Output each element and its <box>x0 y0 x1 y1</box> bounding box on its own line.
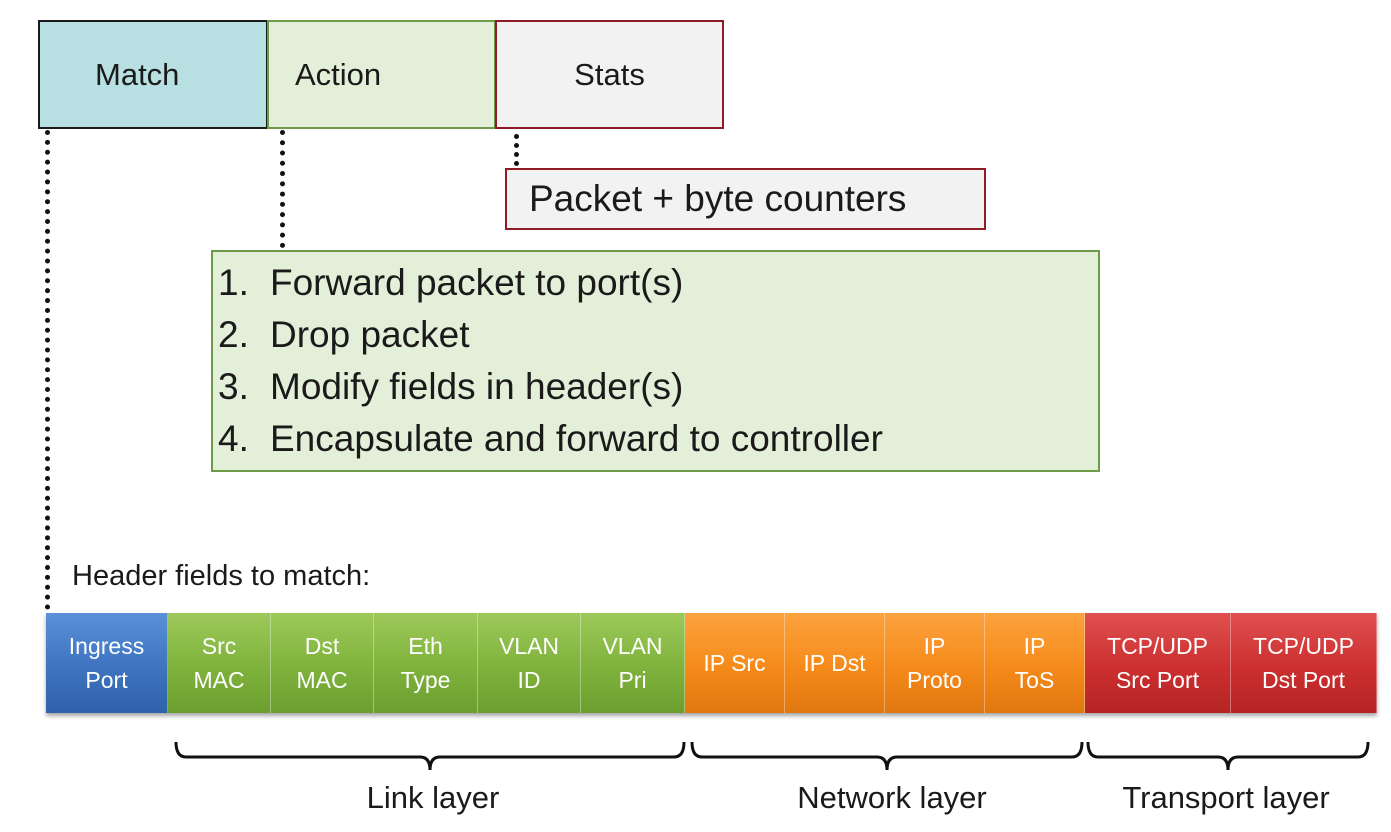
transport-layer-brace <box>1086 741 1370 771</box>
link-layer-label: Link layer <box>366 780 500 815</box>
link-layer-brace <box>174 741 686 771</box>
network-layer-label: Network layer <box>797 780 987 815</box>
action-text: Drop packet <box>270 314 470 355</box>
header-field-ingress-port: Ingress Port <box>46 613 168 713</box>
action-number: 1. <box>218 262 249 303</box>
stats-label: Stats <box>574 56 645 92</box>
action-item: 1. Forward packet to port(s) <box>218 257 683 309</box>
header-field-tcp-udp-src-port: TCP/UDP Src Port <box>1085 613 1231 713</box>
action-text: Modify fields in header(s) <box>270 366 684 407</box>
transport-layer-label: Transport layer <box>1122 780 1330 815</box>
actions-list: 1. Forward packet to port(s) 2. Drop packet… <box>211 250 1100 472</box>
action-item: 3. Modify fields in header(s) <box>218 361 683 413</box>
header-field-ip-src: IP Src <box>685 613 785 713</box>
action-connector <box>280 130 285 248</box>
network-layer-brace <box>690 741 1084 771</box>
header-field-vlan-pri: VLAN Pri <box>581 613 685 713</box>
match-label: Match <box>95 56 180 92</box>
stats-connector <box>514 134 519 166</box>
action-item: 2. Drop packet <box>218 309 470 361</box>
header-fields-label: Header fields to match: <box>72 560 371 592</box>
header-field-dst-mac: Dst MAC <box>271 613 374 713</box>
header-field-ip-tos: IP ToS <box>985 613 1085 713</box>
header-field-ip-dst: IP Dst <box>785 613 885 713</box>
stats-detail-box: Packet + byte counters <box>505 168 986 230</box>
header-field-eth-type: Eth Type <box>374 613 478 713</box>
action-number: 4. <box>218 418 249 459</box>
action-label: Action <box>295 56 382 92</box>
action-box: Action <box>267 20 496 129</box>
stats-box: Stats <box>495 20 724 129</box>
match-connector <box>45 130 50 610</box>
stats-detail: Packet + byte counters <box>529 178 907 219</box>
action-item: 4. Encapsulate and forward to controller <box>218 413 883 465</box>
action-text: Forward packet to port(s) <box>270 262 684 303</box>
header-field-ip-proto: IP Proto <box>885 613 985 713</box>
header-field-tcp-udp-dst-port: TCP/UDP Dst Port <box>1231 613 1377 713</box>
action-text: Encapsulate and forward to controller <box>270 418 883 459</box>
header-field-vlan-id: VLAN ID <box>478 613 581 713</box>
action-number: 3. <box>218 366 249 407</box>
action-number: 2. <box>218 314 249 355</box>
header-field-src-mac: Src MAC <box>168 613 271 713</box>
match-box: Match <box>38 20 268 129</box>
